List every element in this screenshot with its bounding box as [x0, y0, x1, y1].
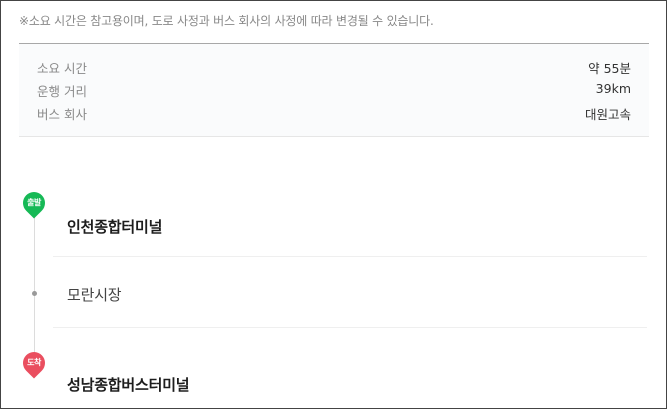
waypoint-dot-icon — [32, 291, 37, 296]
info-row-duration: 소요 시간 약 55분 — [19, 58, 649, 78]
company-value: 대원고속 — [584, 107, 631, 122]
duration-label: 소요 시간 — [37, 61, 87, 76]
distance-label: 운행 거리 — [37, 84, 87, 99]
info-row-company: 버스 회사 대원고속 — [19, 104, 649, 124]
trip-info-box: 소요 시간 약 55분 운행 거리 39km 버스 회사 대원고속 — [19, 43, 649, 137]
end-badge: 도착 — [27, 358, 41, 367]
start-badge: 출발 — [27, 198, 41, 207]
distance-value: 39km — [595, 81, 631, 96]
company-label: 버스 회사 — [37, 107, 87, 122]
stop-divider — [53, 256, 647, 257]
route-line — [34, 213, 35, 363]
stop-waypoint: 모란시장 — [67, 286, 122, 304]
notice-text: ※소요 시간은 참고용이며, 도로 사정과 버스 회사의 사정에 따라 변경될 … — [19, 14, 434, 28]
info-row-distance: 운행 거리 39km — [19, 81, 649, 101]
stop-divider — [53, 327, 647, 328]
duration-value: 약 55분 — [588, 61, 631, 76]
stop-arrival: 성남종합버스터미널 — [67, 376, 190, 394]
stop-departure: 인천종합터미널 — [67, 218, 163, 236]
